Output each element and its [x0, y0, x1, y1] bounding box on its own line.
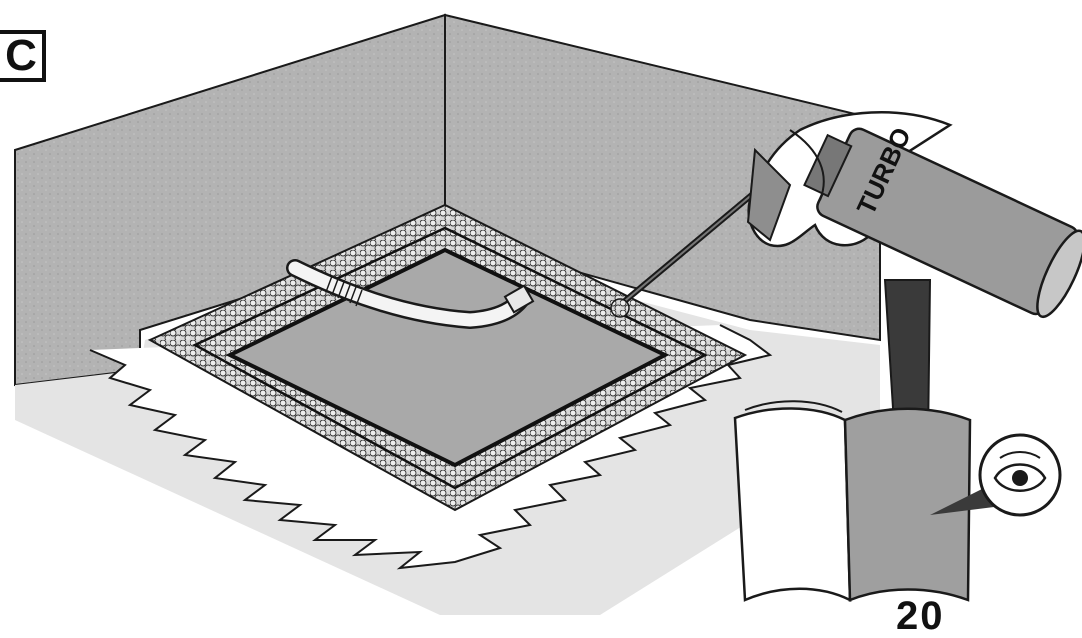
manual-page-number: 20	[896, 596, 945, 636]
installation-illustration: TURBO	[0, 0, 1082, 615]
manual-left-page	[735, 408, 850, 600]
step-label: C	[0, 30, 46, 82]
foam-dispense-point	[611, 299, 629, 317]
instruction-manual	[735, 401, 1060, 600]
